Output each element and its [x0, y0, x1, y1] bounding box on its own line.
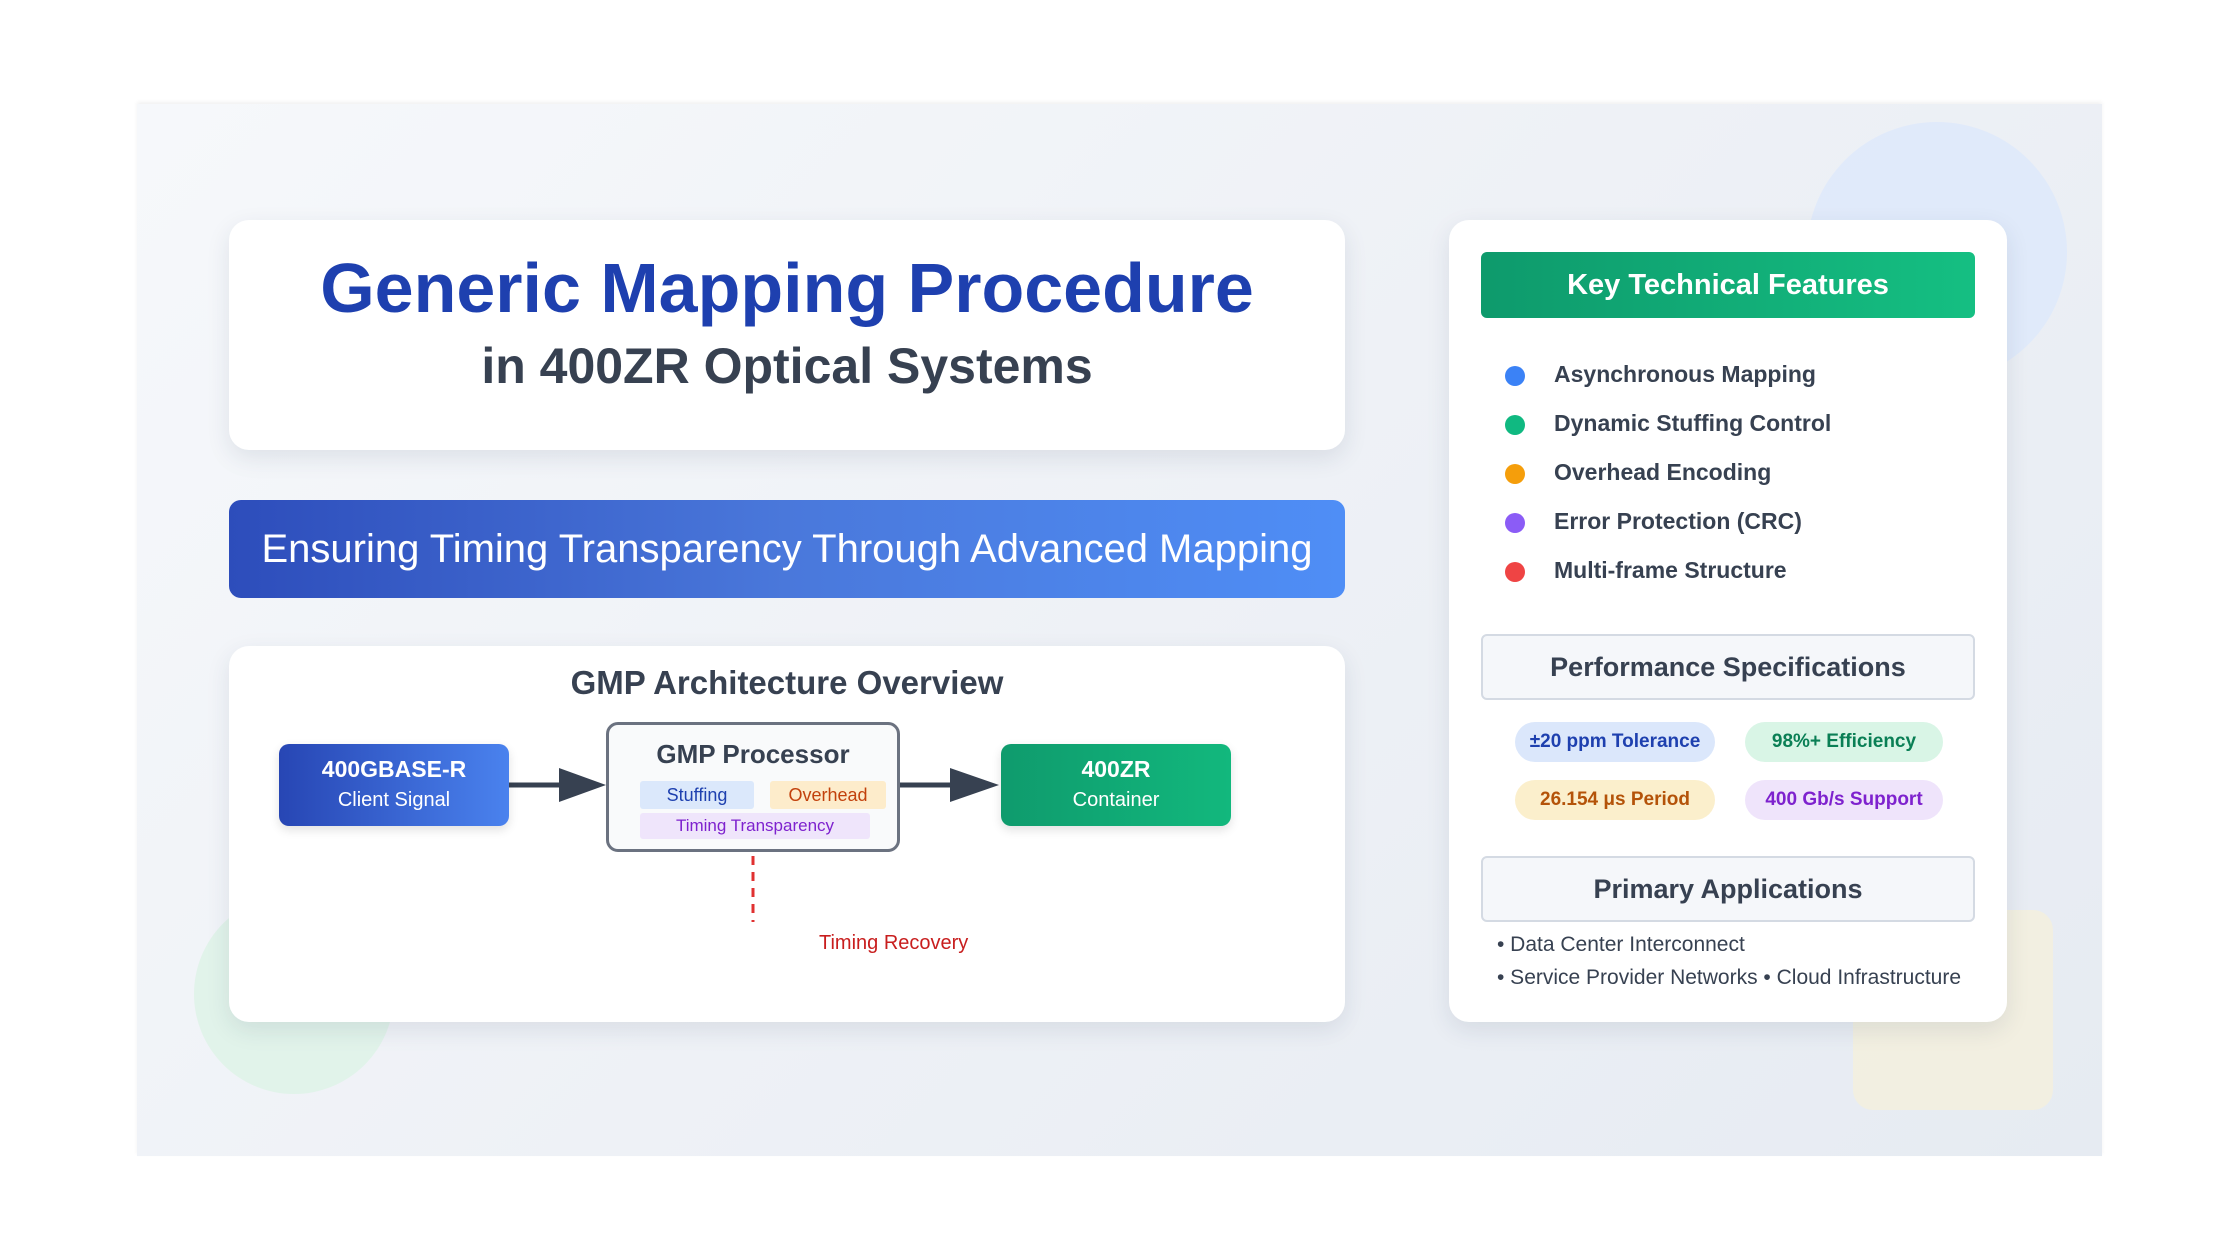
architecture-card: GMP Architecture Overview 400GBASE-R Cli… — [229, 646, 1345, 1022]
stuffing-chip: Stuffing — [640, 781, 754, 809]
support-badge: 400 Gb/s Support — [1745, 780, 1943, 820]
gmp-processor-title: GMP Processor — [656, 739, 850, 769]
list-item: Asynchronous Mapping — [1505, 358, 1975, 407]
timing-recovery-label: Timing Recovery — [819, 932, 969, 954]
features-header: Key Technical Features — [1481, 252, 1975, 318]
container-title: 400ZR — [1081, 756, 1151, 782]
page-subtitle: in 400ZR Optical Systems — [481, 338, 1093, 394]
application-line: • Service Provider Networks • Cloud Infr… — [1497, 966, 1962, 989]
efficiency-badge: 98%+ Efficiency — [1745, 722, 1943, 762]
bullet-dot-icon — [1505, 415, 1525, 435]
architecture-connectors — [509, 768, 999, 922]
applications-list: • Data Center Interconnect • Service Pro… — [1497, 928, 1961, 994]
architecture-title: GMP Architecture Overview — [570, 664, 1004, 701]
bullet-dot-icon — [1505, 366, 1525, 386]
title-card: Generic Mapping Procedure in 400ZR Optic… — [229, 220, 1345, 450]
feature-label: Overhead Encoding — [1554, 459, 1772, 485]
client-signal-title: 400GBASE-R — [321, 756, 467, 782]
tagline-banner: Ensuring Timing Transparency Through Adv… — [229, 500, 1345, 598]
container-subtitle: Container — [1072, 789, 1160, 811]
features-list: Asynchronous Mapping Dynamic Stuffing Co… — [1505, 358, 1975, 603]
gmp-processor-node: GMP Processor Stuffing Overhead Timing T… — [606, 722, 900, 852]
applications-header: Primary Applications — [1481, 856, 1975, 922]
overhead-chip: Overhead — [770, 781, 886, 809]
bullet-dot-icon — [1505, 562, 1525, 582]
features-card: Key Technical Features Asynchronous Mapp… — [1449, 220, 2007, 1022]
performance-header: Performance Specifications — [1481, 634, 1975, 700]
feature-label: Error Protection (CRC) — [1554, 508, 1802, 534]
page-title: Generic Mapping Procedure — [320, 249, 1254, 327]
bullet-dot-icon — [1505, 513, 1525, 533]
arrow-head — [559, 768, 606, 802]
feature-label: Asynchronous Mapping — [1554, 361, 1816, 387]
timing-transparency-chip: Timing Transparency — [640, 813, 870, 839]
list-item: Error Protection (CRC) — [1505, 505, 1975, 554]
feature-label: Dynamic Stuffing Control — [1554, 410, 1832, 436]
feature-label: Multi-frame Structure — [1554, 557, 1787, 583]
client-signal-node: 400GBASE-R Client Signal — [279, 744, 509, 826]
list-item: Dynamic Stuffing Control — [1505, 407, 1975, 456]
arrow-head — [950, 768, 999, 802]
slide: Generic Mapping Procedure in 400ZR Optic… — [137, 104, 2102, 1156]
client-signal-subtitle: Client Signal — [337, 789, 451, 811]
bullet-dot-icon — [1505, 464, 1525, 484]
container-node: 400ZR Container — [1001, 744, 1231, 826]
period-badge: 26.154 μs Period — [1515, 780, 1715, 820]
tolerance-badge: ±20 ppm Tolerance — [1515, 722, 1715, 762]
list-item: Multi-frame Structure — [1505, 554, 1975, 603]
application-line: • Data Center Interconnect — [1497, 933, 1745, 956]
list-item: Overhead Encoding — [1505, 456, 1975, 505]
